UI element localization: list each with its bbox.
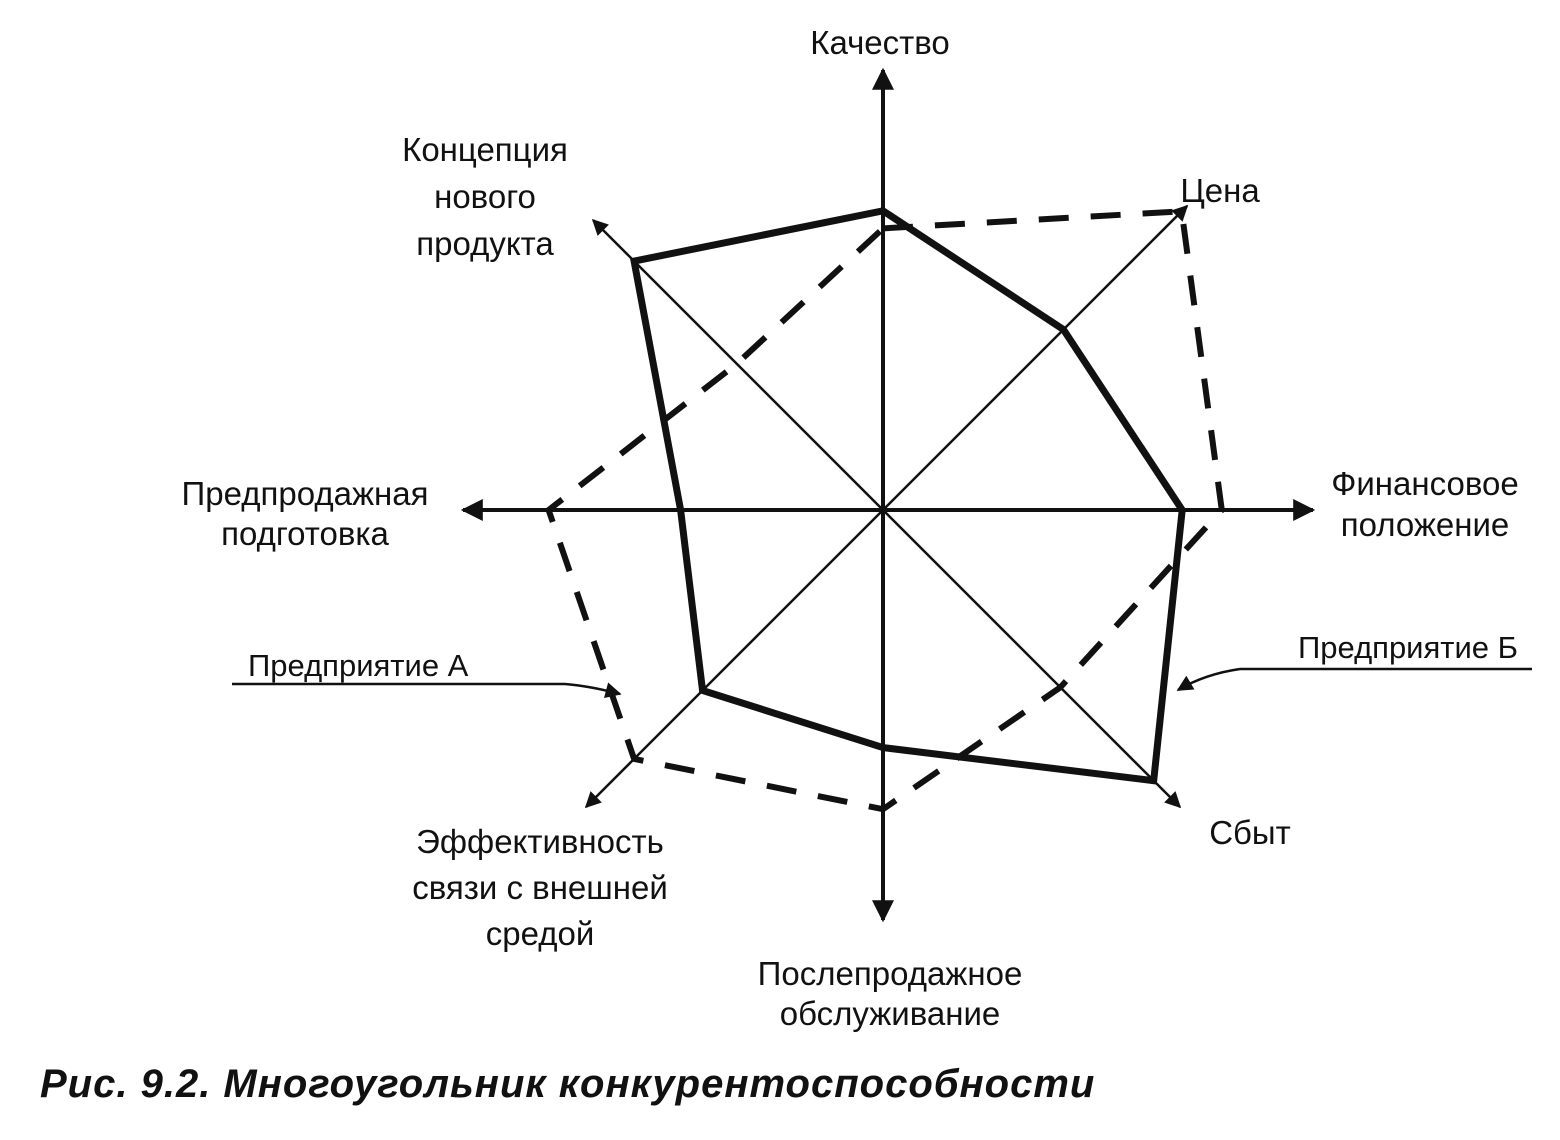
axis-label-line: средой <box>486 915 595 952</box>
axis-label-line: Эффективность <box>416 823 664 860</box>
axis-label-8: Концепция нового продукта <box>402 131 568 262</box>
axis-label-line: Качество <box>810 24 950 61</box>
axis-label-line: Сбыт <box>1209 814 1291 851</box>
series-polygon-2 <box>545 208 1225 813</box>
axis-label-1: Качество <box>810 24 950 61</box>
axes-layer <box>460 67 1316 923</box>
axis-label-line: связи с внешней <box>412 869 668 906</box>
series-pointer-arrow-2 <box>1176 667 1241 692</box>
callouts-layer: Предприятие А Предприятие Б <box>232 630 1532 699</box>
axis-label-line: Предпродажная <box>182 475 429 512</box>
series-label-2: Предприятие Б <box>1298 630 1518 665</box>
axis-label-line: положение <box>1341 506 1510 543</box>
axis-label-line: обслуживание <box>780 995 1001 1032</box>
axis-label-line: нового <box>434 178 536 215</box>
axis-4 <box>882 509 1182 809</box>
axis-label-line: продукта <box>416 225 554 262</box>
series-polygon-1 <box>630 207 1186 785</box>
figure-caption: Рис. 9.2. Многоугольник конкурентоспособ… <box>40 1062 1096 1106</box>
axis-label-4: Сбыт <box>1209 814 1291 851</box>
series-label-1: Предприятие А <box>248 648 469 683</box>
axis-label-line: Финансовое <box>1331 465 1518 502</box>
axis-label-line: Концепция <box>402 131 568 168</box>
axis-8 <box>591 218 884 511</box>
axis-6 <box>584 509 884 809</box>
axis-label-2: Цена <box>1180 172 1260 209</box>
axis-2 <box>882 204 1189 511</box>
series-pointer-arrow-1 <box>564 682 622 699</box>
axis-label-line: Послепродажное <box>758 955 1023 992</box>
axis-label-3: Финансовое положение <box>1331 465 1518 543</box>
axis-label-line: Цена <box>1180 172 1260 209</box>
axis-label-line: подготовка <box>221 515 389 552</box>
axis-label-6: Эффективность связи с внешней средой <box>412 823 668 952</box>
series-layer <box>545 207 1225 813</box>
